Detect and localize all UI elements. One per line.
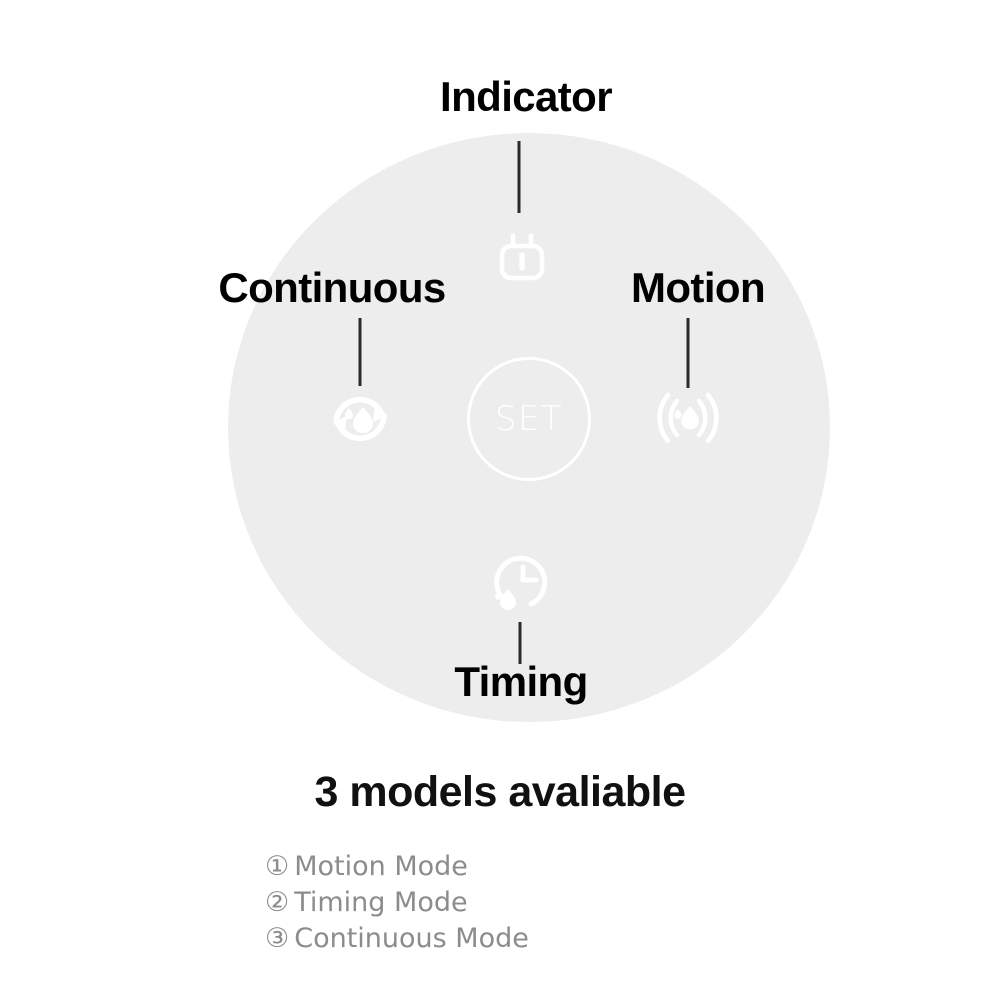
- model-marker-2: ②: [265, 887, 290, 918]
- models-heading: 3 models avaliable: [314, 768, 686, 816]
- callout-label-motion: Motion: [630, 264, 766, 311]
- leader-line-motion: [686, 318, 690, 388]
- callout-label-timing: Timing: [454, 658, 588, 705]
- model-marker-1: ①: [265, 851, 290, 882]
- set-button-label: SET: [494, 399, 564, 439]
- motion-sensor-waves-droplet-icon: [651, 384, 725, 452]
- clock-droplet-icon: [487, 544, 557, 614]
- leader-line-continuous: [358, 318, 362, 386]
- model-marker-3: ③: [265, 923, 290, 954]
- leader-line-indicator: [517, 141, 521, 213]
- leader-line-timing: [518, 622, 522, 664]
- cycle-droplet-icon: [323, 384, 397, 452]
- power-plug-icon: [491, 228, 553, 290]
- model-label-1: Motion Mode: [294, 851, 468, 882]
- model-label-2: Timing Mode: [294, 887, 468, 918]
- model-label-3: Continuous Mode: [294, 923, 529, 954]
- callout-label-indicator: Indicator: [440, 73, 613, 120]
- set-button[interactable]: SET: [467, 357, 591, 481]
- callout-label-continuous: Continuous: [218, 264, 446, 311]
